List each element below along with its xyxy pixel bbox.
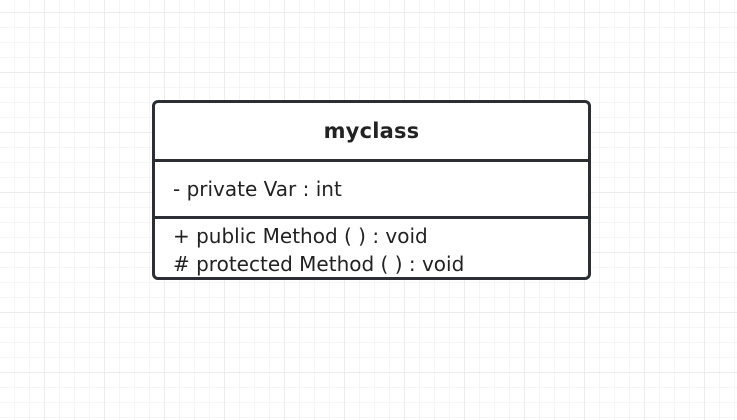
class-name: myclass bbox=[155, 103, 588, 162]
method-row: + public Method ( ) : void bbox=[173, 224, 428, 248]
uml-class-box[interactable]: myclass - private Var : int + public Met… bbox=[152, 100, 591, 280]
attribute-row: - private Var : int bbox=[173, 177, 342, 201]
method-row: # protected Method ( ) : void bbox=[173, 252, 465, 276]
attributes-compartment: - private Var : int bbox=[155, 162, 588, 219]
methods-compartment: + public Method ( ) : void # protected M… bbox=[155, 219, 588, 277]
